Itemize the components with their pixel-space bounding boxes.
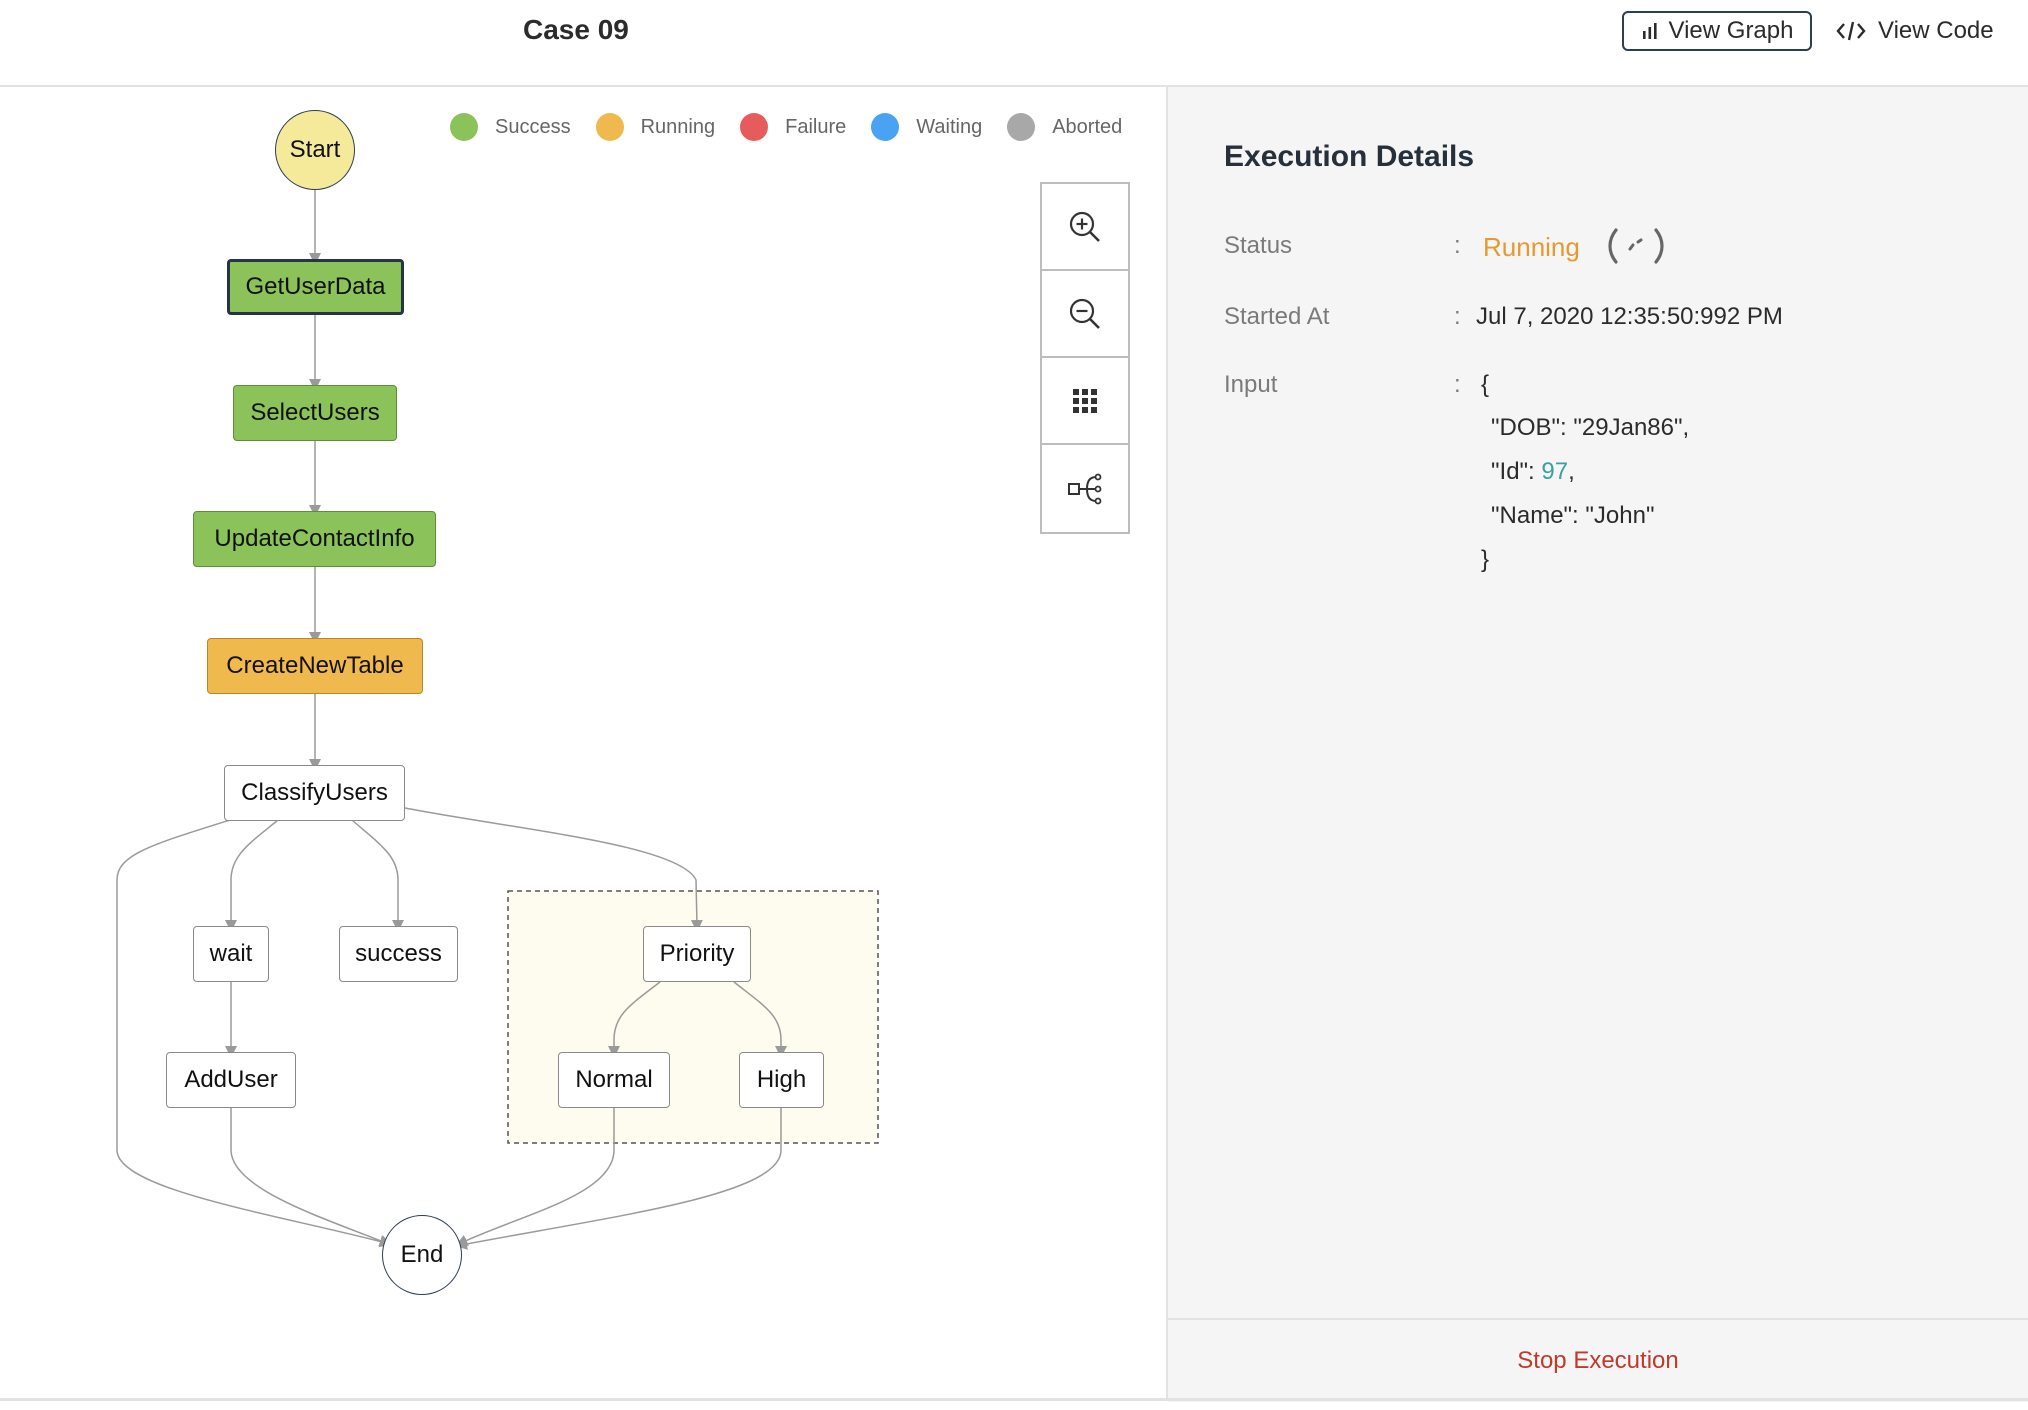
legend-label: Waiting bbox=[916, 115, 983, 138]
node-create-new-table[interactable]: CreateNewTable bbox=[207, 638, 423, 694]
end-node[interactable]: End bbox=[382, 1215, 462, 1295]
top-header: Case 09 View Graph View Code bbox=[0, 0, 2028, 87]
legend-dot bbox=[595, 113, 624, 141]
view-graph-button[interactable]: View Graph bbox=[1622, 11, 1812, 51]
legend-label: Aborted bbox=[1052, 115, 1123, 138]
graph-canvas[interactable] bbox=[0, 87, 1166, 1399]
input-json-name: "Name": "John" bbox=[1491, 502, 1655, 529]
legend-label: Success bbox=[495, 115, 571, 138]
legend-dot bbox=[871, 113, 900, 141]
input-json-close: } bbox=[1481, 546, 1490, 573]
node-update-contact-info[interactable]: UpdateContactInfo bbox=[193, 511, 436, 567]
code-icon bbox=[1836, 21, 1866, 41]
input-json-id-comma: , bbox=[1568, 458, 1575, 485]
node-wait[interactable]: wait bbox=[193, 926, 269, 982]
view-code-label: View Code bbox=[1878, 17, 1994, 44]
legend-failure: Failure bbox=[740, 113, 846, 141]
input-json-id: "Id": 97, bbox=[1491, 458, 1575, 486]
tree-layout-icon bbox=[1068, 473, 1102, 504]
stop-execution-button[interactable]: Stop Execution bbox=[1168, 1318, 2028, 1402]
zoom-out-icon bbox=[1069, 298, 1100, 329]
zoom-in-button[interactable] bbox=[1042, 184, 1128, 271]
execution-details-panel bbox=[1166, 87, 2028, 1399]
input-json-id-key: "Id": bbox=[1491, 458, 1542, 485]
legend-dot bbox=[740, 113, 769, 141]
grid-icon bbox=[1073, 388, 1097, 413]
page-title: Case 09 bbox=[523, 14, 629, 45]
started-at-value: Jul 7, 2020 12:35:50:992 PM bbox=[1476, 303, 1783, 330]
started-at-label: Started At bbox=[1224, 303, 1330, 330]
bar-chart-icon bbox=[1642, 23, 1657, 39]
zoom-controls bbox=[1040, 182, 1130, 534]
legend-running: Running bbox=[595, 113, 716, 141]
legend-success: Success bbox=[450, 113, 571, 141]
node-priority[interactable]: Priority bbox=[643, 926, 751, 982]
status-separator: : bbox=[1454, 232, 1461, 259]
legend-aborted: Aborted bbox=[1007, 113, 1122, 141]
legend-waiting: Waiting bbox=[871, 113, 982, 141]
node-success[interactable]: success bbox=[339, 926, 458, 982]
node-classify-users[interactable]: ClassifyUsers bbox=[224, 765, 405, 821]
input-label: Input bbox=[1224, 371, 1278, 398]
spinner-icon bbox=[1608, 228, 1664, 264]
node-normal[interactable]: Normal bbox=[558, 1052, 670, 1108]
status-value: Running bbox=[1483, 232, 1580, 262]
input-json-id-value: 97 bbox=[1541, 458, 1569, 485]
started-at-separator: : bbox=[1454, 303, 1461, 330]
node-get-user-data[interactable]: GetUserData bbox=[227, 259, 404, 315]
status-label: Status bbox=[1224, 232, 1293, 259]
legend-label: Failure bbox=[785, 115, 847, 138]
tree-layout-button[interactable] bbox=[1042, 445, 1128, 532]
input-separator: : bbox=[1454, 371, 1461, 398]
status-legend: Success Running Failure Waiting Aborted bbox=[450, 113, 1147, 141]
node-add-user[interactable]: AddUser bbox=[166, 1052, 296, 1108]
legend-label: Running bbox=[640, 115, 716, 138]
node-select-users[interactable]: SelectUsers bbox=[233, 385, 397, 441]
node-high[interactable]: High bbox=[739, 1052, 824, 1108]
graph-edges bbox=[116, 190, 879, 1250]
bottom-divider bbox=[0, 1398, 2028, 1401]
legend-dot bbox=[450, 113, 478, 141]
start-node[interactable]: Start bbox=[275, 110, 355, 190]
view-graph-label: View Graph bbox=[1668, 17, 1794, 44]
input-json-dob: "DOB": "29Jan86", bbox=[1491, 414, 1690, 441]
panel-title: Execution Details bbox=[1224, 140, 1475, 173]
zoom-in-icon bbox=[1069, 211, 1100, 242]
zoom-out-button[interactable] bbox=[1042, 271, 1128, 358]
fit-grid-button[interactable] bbox=[1042, 358, 1128, 445]
input-json-open: { bbox=[1481, 371, 1490, 398]
legend-dot bbox=[1007, 113, 1036, 141]
view-code-button[interactable]: View Code bbox=[1836, 11, 1994, 51]
